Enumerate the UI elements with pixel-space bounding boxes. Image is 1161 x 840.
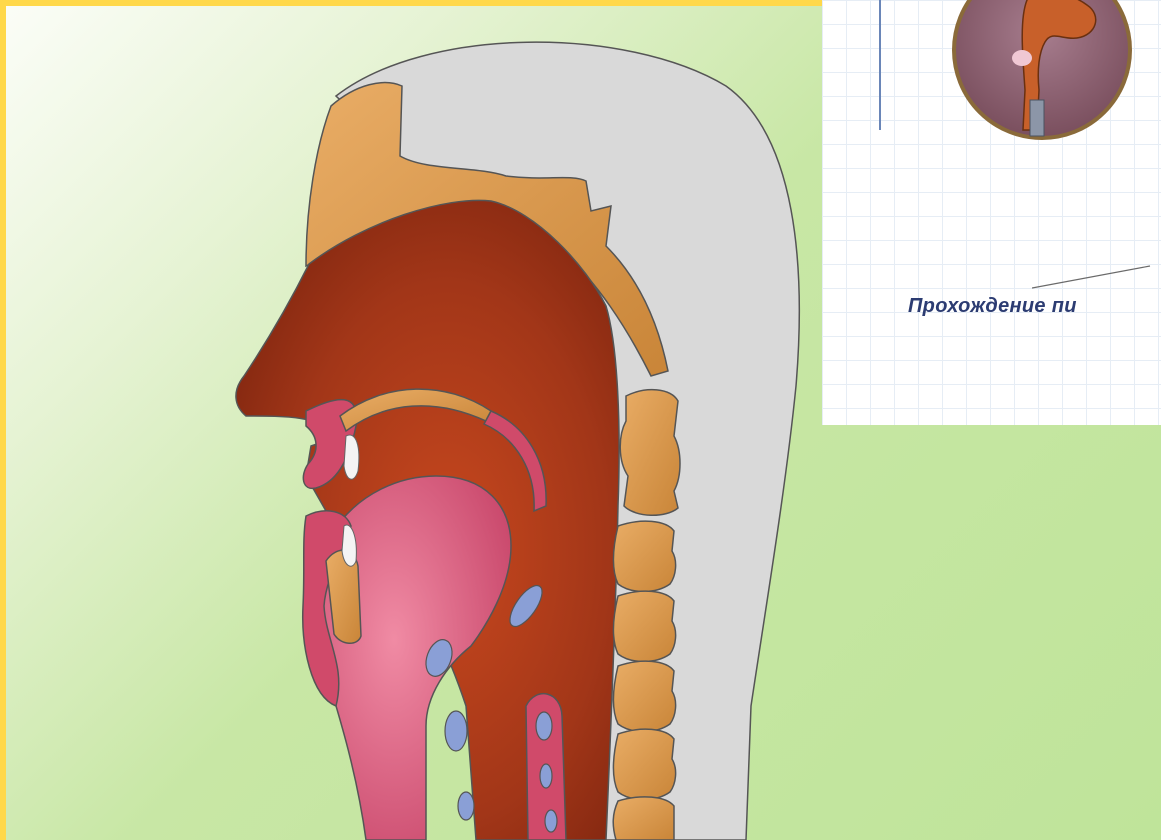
inset-illustration-panel: Прохождение пи [822,0,1161,425]
upper-tooth [344,435,359,479]
vertebra [620,390,680,516]
vertebra [614,729,676,799]
caption-pointer-line [1032,252,1152,292]
throat-magnifier-icon [927,0,1157,140]
esophagus-oval [536,712,552,740]
vertebra [614,661,676,731]
inset-caption: Прохождение пи [908,295,1077,318]
esophagus-oval [545,810,557,832]
vertebra [613,797,674,840]
vertebra [614,591,676,661]
airway-oval [445,711,467,751]
vertebra [614,521,676,591]
esophagus-oval [540,764,552,788]
airway-oval [458,792,474,820]
inset-vertical-line [878,0,882,140]
